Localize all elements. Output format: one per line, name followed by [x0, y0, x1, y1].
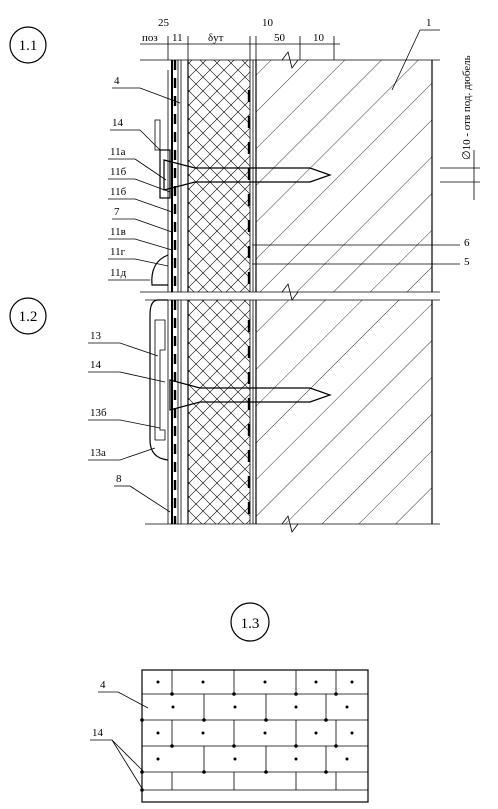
callout-4: 4 [112, 75, 181, 104]
callout-5: 5 [252, 256, 470, 268]
callout-14: 14 [110, 117, 161, 151]
section-1-2-wall [145, 299, 440, 533]
callout-13: 13 [88, 330, 159, 357]
svg-text:25: 25 [158, 17, 170, 29]
callout-11b-2: 11б [108, 186, 173, 213]
callout-13a: 13а [88, 447, 156, 461]
svg-text:11б: 11б [110, 186, 127, 198]
svg-text:13а: 13а [90, 447, 106, 459]
section-1-1-wall [140, 51, 440, 301]
callout-13b: 13б [88, 407, 161, 429]
svg-text:7: 7 [114, 206, 120, 218]
svg-text:1.3: 1.3 [241, 616, 260, 632]
tile-grid [140, 669, 369, 803]
callout-11g: 11г [108, 246, 169, 267]
svg-text:10: 10 [262, 17, 274, 29]
svg-text:поз: поз [142, 32, 158, 44]
callout-14-lower: 14 [88, 359, 166, 383]
callout-11a: 11а [108, 146, 167, 181]
section-label-1-3: 1.3 [230, 602, 270, 642]
hole-note: ∅10 - отв под. дюбель [440, 55, 480, 200]
svg-text:1.2: 1.2 [19, 309, 38, 325]
svg-text:4: 4 [114, 75, 120, 87]
svg-text:11: 11 [172, 32, 183, 44]
svg-text:50: 50 [274, 32, 286, 44]
callout-6: 6 [252, 237, 470, 249]
callout-8: 8 [114, 473, 171, 513]
callout-11v: 11в [108, 226, 173, 251]
svg-text:8: 8 [116, 473, 122, 485]
callout-4-grid: 4 [98, 679, 149, 709]
svg-text:13б: 13б [90, 407, 107, 419]
svg-text:11б: 11б [110, 166, 127, 178]
svg-text:11г: 11г [110, 246, 126, 258]
svg-text:14: 14 [92, 727, 104, 739]
svg-text:5: 5 [464, 256, 470, 268]
callout-14-grid: 14 [90, 727, 144, 791]
svg-text:1.1: 1.1 [19, 38, 38, 54]
svg-text:11д: 11д [110, 267, 127, 279]
svg-text:10: 10 [313, 32, 325, 44]
callout-7: 7 [112, 206, 173, 233]
top-dimensions: 25 поз 11 δут 10 50 10 [140, 17, 340, 60]
svg-text:14: 14 [112, 117, 124, 129]
section-label-1-2: 1.2 [9, 297, 47, 335]
section-label-1-1: 1.1 [9, 26, 47, 64]
svg-text:6: 6 [464, 237, 470, 249]
callout-11d: 11д [108, 267, 150, 281]
svg-text:∅10 - отв под. дюбель: ∅10 - отв под. дюбель [461, 55, 473, 160]
callout-1: 1 [391, 17, 440, 91]
svg-text:1: 1 [426, 17, 432, 29]
svg-text:δут: δут [208, 32, 224, 44]
svg-text:11а: 11а [110, 146, 126, 158]
svg-text:13: 13 [90, 330, 102, 342]
svg-text:11в: 11в [110, 226, 126, 238]
callout-11b-1: 11б [108, 166, 171, 193]
svg-text:4: 4 [100, 679, 106, 691]
svg-text:14: 14 [90, 359, 102, 371]
